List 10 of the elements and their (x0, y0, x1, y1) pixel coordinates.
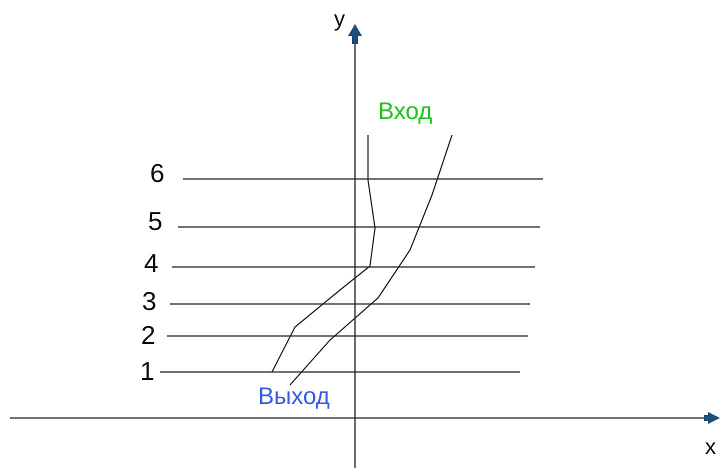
level-number: 1 (140, 358, 154, 384)
level-number: 6 (150, 160, 164, 186)
level-number: 2 (141, 322, 156, 348)
curve-label: Вход (378, 100, 432, 124)
axis-label: x (705, 436, 716, 458)
axis-label: y (334, 8, 345, 30)
level-number: 5 (148, 208, 162, 234)
curve-label: Выход (258, 385, 330, 409)
level-number: 3 (142, 288, 156, 314)
level-number: 4 (144, 250, 158, 276)
